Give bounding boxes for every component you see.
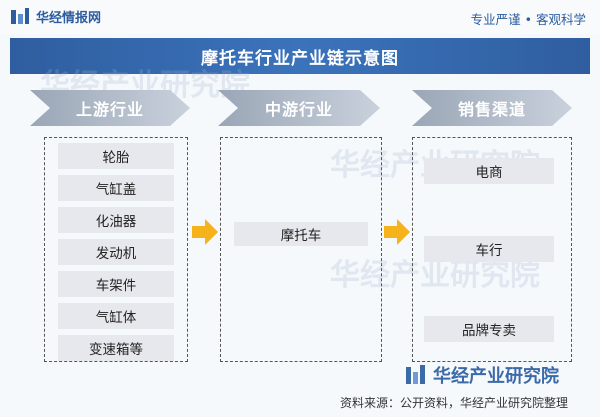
upstream-box — [44, 137, 188, 362]
page-title-bar: 摩托车行业产业链示意图 — [10, 38, 590, 74]
brand-name: 华经情报网 — [36, 11, 102, 26]
source-note: 资料来源：公开资料，华经产业研究院整理 — [340, 396, 569, 410]
footer-brand: 华经产业研究院 — [405, 362, 559, 388]
upstream-item: 车架件 — [58, 271, 174, 297]
column-header-label: 中游行业 — [264, 100, 333, 119]
arrow-right-icon — [384, 219, 410, 245]
header: 华经情报网 专业严谨 • 客观科学 — [0, 0, 600, 34]
channel-item: 品牌专卖 — [424, 316, 554, 342]
upstream-item: 化油器 — [58, 207, 174, 233]
brand-logo[interactable]: 华经情报网 — [10, 7, 101, 26]
column-header-label: 销售渠道 — [457, 100, 526, 119]
brand-logo-icon — [406, 365, 425, 384]
upstream-item: 发动机 — [58, 239, 174, 265]
channel-item: 电商 — [424, 158, 554, 184]
midstream-item: 摩托车 — [234, 222, 368, 246]
upstream-item: 变速箱等 — [58, 335, 174, 361]
page-title: 摩托车行业产业链示意图 — [201, 48, 399, 69]
upstream-item: 气缸盖 — [58, 175, 174, 201]
channels-box — [412, 137, 572, 362]
column-header-upstream: 上游行业 — [30, 90, 190, 126]
upstream-item: 气缸体 — [58, 303, 174, 329]
midstream-box — [220, 137, 382, 362]
arrow-right-icon — [192, 219, 218, 245]
tagline: 专业严谨 • 客观科学 — [470, 12, 586, 27]
brand-logo-icon — [11, 7, 29, 24]
footer-brand-name: 华经产业研究院 — [433, 366, 559, 387]
column-header-midstream: 中游行业 — [218, 90, 380, 126]
channel-item: 车行 — [424, 236, 554, 262]
upstream-item: 轮胎 — [58, 143, 174, 169]
column-header-channels: 销售渠道 — [412, 90, 572, 126]
column-header-label: 上游行业 — [75, 100, 144, 119]
